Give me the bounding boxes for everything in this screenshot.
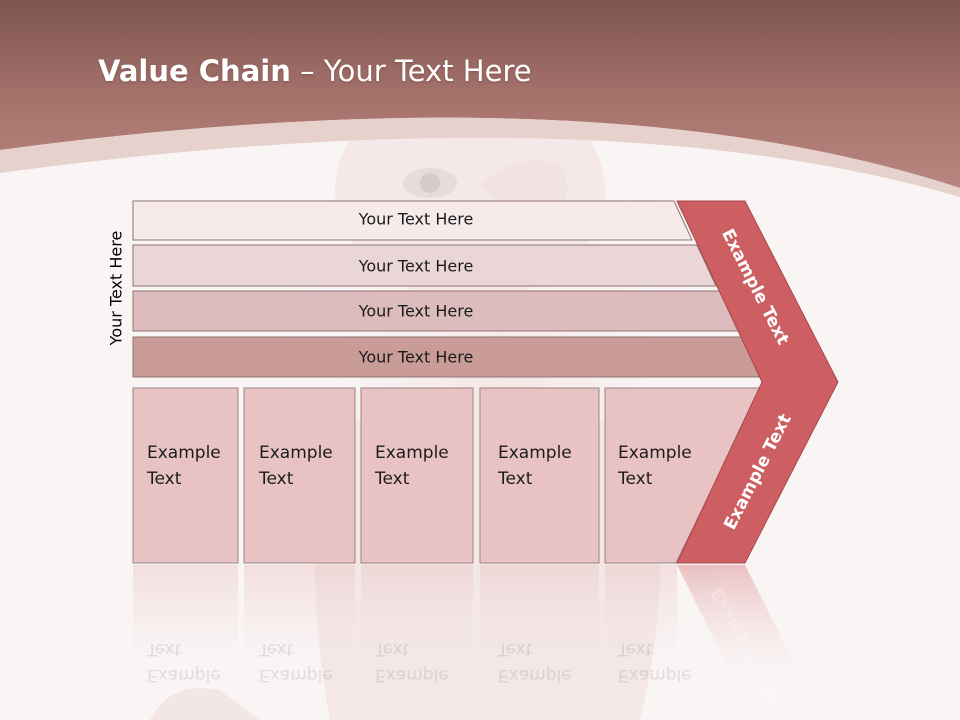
cell-2-reflection-line2: Text: [259, 639, 294, 659]
cell-3-reflection: Example Text: [375, 636, 449, 688]
bar-2-label: Your Text Here: [358, 256, 474, 276]
cell-2-reflection-line1: Example: [259, 665, 333, 685]
cell-4-reflection-line2: Text: [498, 639, 533, 659]
cell-3-reflection-line1: Example: [375, 665, 449, 685]
page-title-rest: – Your Text Here: [290, 54, 532, 88]
cell-5-reflection-line1: Example: [618, 665, 692, 685]
cell-4-reflection-line1: Example: [498, 665, 572, 685]
bar-4-label: Your Text Here: [358, 347, 474, 367]
bar-2: [132, 244, 717, 287]
cell-1-line2: Text: [147, 469, 182, 489]
bar-3-label: Your Text Here: [358, 301, 474, 321]
cell-3: [360, 387, 474, 564]
cell-3-reflection-line2: Text: [375, 639, 410, 659]
cell-4-reflection: Example Text: [498, 636, 572, 688]
page-title: Value Chain – Your Text Here: [98, 54, 532, 88]
cell-5-reflection-line2: Text: [618, 639, 653, 659]
cells-group: [132, 387, 762, 564]
cell-4-line2: Text: [498, 469, 533, 489]
cell-1-reflection-line2: Text: [147, 639, 182, 659]
cell-5-line2: Text: [618, 469, 653, 489]
side-label: Your Text Here: [106, 230, 126, 346]
cell-4-line1: Example: [498, 443, 572, 463]
cell-1-reflection-line1: Example: [147, 665, 221, 685]
bar-1: [132, 200, 693, 241]
cell-2: [243, 387, 356, 564]
cell-3-line2: Text: [375, 469, 410, 489]
cell-4: [479, 387, 600, 564]
cell-5: [604, 387, 762, 564]
chevron-arrow: [676, 200, 839, 564]
page-title-bold: Value Chain: [98, 54, 291, 88]
cell-1: [132, 387, 239, 564]
cell-5-reflection: Example Text: [618, 636, 692, 688]
cell-2-line1: Example: [259, 443, 333, 463]
cell-1-line1: Example: [147, 443, 221, 463]
cell-1-reflection: Example Text: [147, 636, 221, 688]
bar-1-label: Your Text Here: [358, 209, 474, 229]
bars-group: [132, 200, 764, 378]
header-band: [0, 0, 960, 197]
cell-2-reflection: Example Text: [259, 636, 333, 688]
reflection-group: [133, 565, 810, 695]
cell-3-line1: Example: [375, 443, 449, 463]
cell-2-line2: Text: [259, 469, 294, 489]
cell-5-line1: Example: [618, 443, 692, 463]
